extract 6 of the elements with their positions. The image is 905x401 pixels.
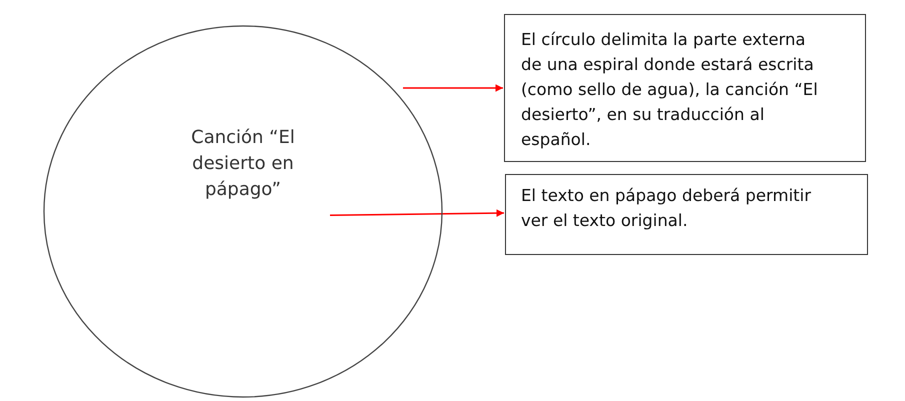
note-box: El texto en pápago deberá permitir ver el texto original. — [505, 174, 868, 255]
circle-label: Canción “El desierto en pápago” — [190, 126, 296, 202]
note-box: El círculo delimita la parte externa de una espiral donde estará escrita (como sello de agua), la canción “El desierto”, en su traducción al español. — [504, 14, 866, 162]
arrow — [330, 209, 504, 217]
ellipse — [43, 25, 443, 398]
arrow — [403, 84, 503, 92]
